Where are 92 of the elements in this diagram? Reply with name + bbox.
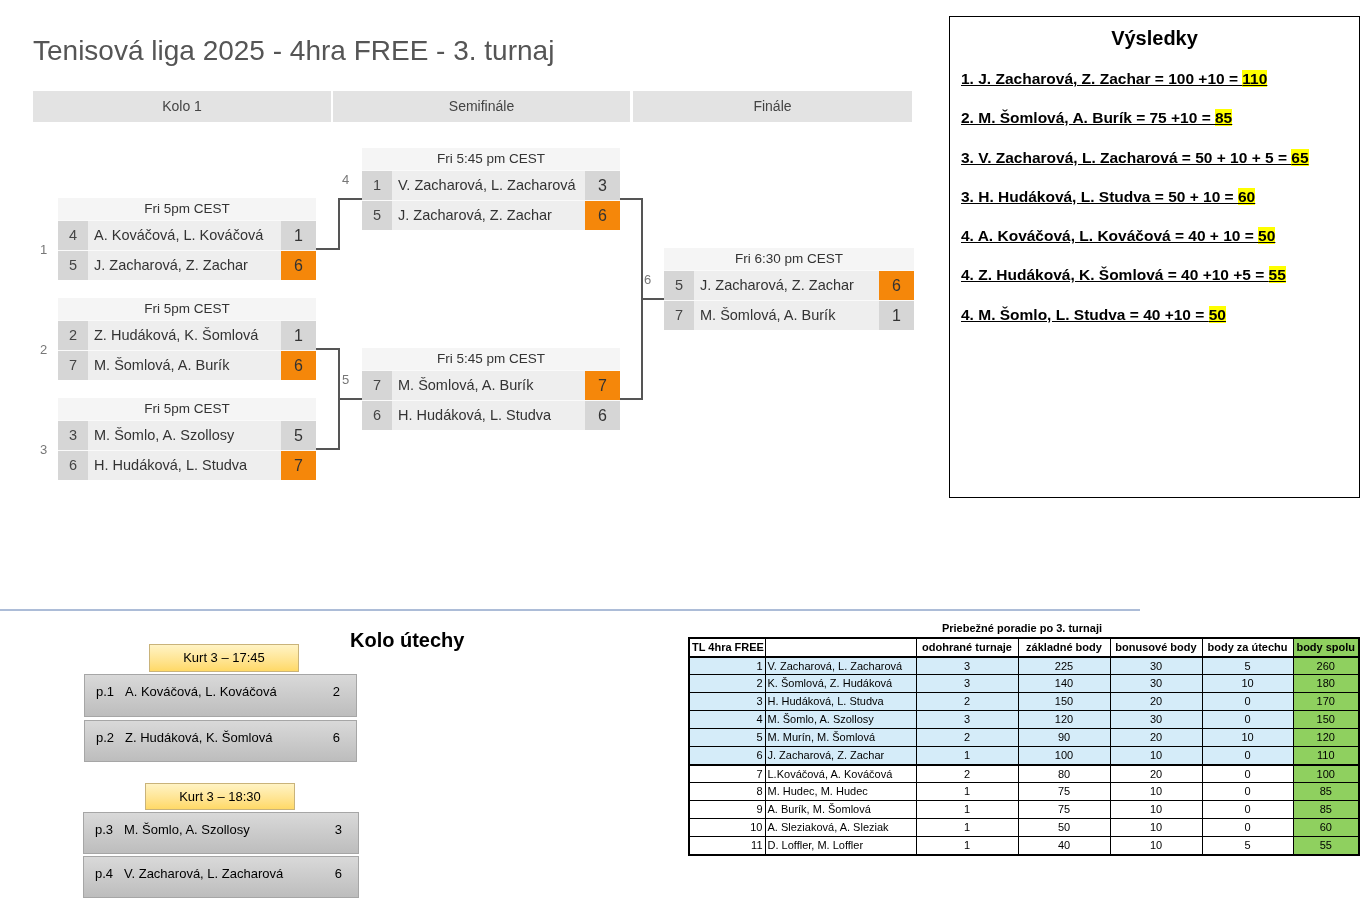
round-header: Semifinále — [333, 91, 630, 122]
score: 3 — [585, 171, 620, 200]
page-title: Tenisová liga 2025 - 4hra FREE - 3. turnaj — [33, 34, 555, 68]
result-line: 3. V. Zacharová, L. Zacharová = 50 + 10 + 5 = 65 — [961, 147, 1309, 168]
result-line: 4. M. Šomlo, L. Studva = 40 +10 = 50 — [961, 304, 1226, 325]
score: 6 — [585, 401, 620, 430]
header-cell: základné body — [1018, 638, 1110, 657]
match-time: Fri 5pm CEST — [58, 398, 316, 420]
pair-number: p.3 — [95, 821, 114, 839]
pair-number: p.4 — [95, 865, 114, 883]
result-line: 1. J. Zacharová, Z. Zachar = 100 +10 = 110 — [961, 69, 1268, 89]
round-header: Finále — [633, 91, 912, 122]
result-line: 2. M. Šomlová, A. Burík = 75 +10 = 85 — [961, 108, 1233, 129]
match-number: 3 — [40, 441, 48, 459]
team-name: A. Kováčová, L. Kováčová — [88, 221, 281, 250]
court-time: Kurt 3 – 18:30 — [179, 787, 261, 806]
bracket-connector — [315, 398, 363, 450]
consolation-row — [83, 812, 359, 854]
seed-number: 4 — [58, 221, 88, 250]
team-name: Z. Hudáková, K. Šomlová — [125, 729, 273, 747]
match-time: Fri 5pm CEST — [58, 298, 316, 320]
bracket-connector — [619, 298, 665, 400]
score: 3 — [334, 821, 342, 839]
pair-number: p.1 — [96, 683, 115, 701]
seed-number: 6 — [58, 451, 88, 480]
seed-number: 1 — [362, 171, 392, 200]
match-number: 2 — [40, 341, 48, 359]
round-header: Kolo 1 — [33, 91, 331, 122]
team-name: M. Šomlová, A. Burík — [88, 351, 281, 380]
team-name: J. Zacharová, Z. Zachar — [392, 201, 585, 230]
result-line: 4. Z. Hudáková, K. Šomlová = 40 +10 +5 = 55 — [961, 265, 1286, 286]
score: 6 — [585, 201, 620, 230]
header-cell: body za útechu — [1202, 638, 1293, 657]
team-name: V. Zacharová, L. Zacharová — [124, 865, 284, 883]
team-name: M. Šomlová, A. Burík — [392, 371, 585, 400]
score: 2 — [332, 683, 340, 701]
score: 6 — [334, 865, 342, 883]
consolation-row — [83, 856, 359, 898]
score: 6 — [879, 271, 914, 300]
match-time: Fri 5:45 pm CEST — [362, 348, 620, 370]
seed-number: 5 — [664, 271, 694, 300]
team-name: A. Kováčová, L. Kováčová — [125, 683, 277, 701]
seed-number: 7 — [664, 301, 694, 330]
team-name: J. Zacharová, Z. Zachar — [694, 271, 879, 300]
team-name: V. Zacharová, L. Zacharová — [392, 171, 585, 200]
header-cell: TL 4hra FREE — [689, 638, 765, 657]
court-header — [149, 644, 299, 672]
court-time: Kurt 3 – 17:45 — [183, 649, 265, 668]
seed-number: 7 — [362, 371, 392, 400]
section-heading: Kolo útechy — [350, 628, 465, 653]
score: 6 — [281, 251, 316, 280]
bracket-connector — [315, 198, 363, 250]
header-cell: bonusové body — [1110, 638, 1202, 657]
pair-number: p.2 — [96, 729, 115, 747]
result-line: 3. H. Hudáková, L. Studva = 50 + 10 = 60 — [961, 186, 1256, 207]
seed-number: 2 — [58, 321, 88, 350]
seed-number: 5 — [58, 251, 88, 280]
header-cell: body spolu — [1293, 638, 1359, 657]
team-name: Z. Hudáková, K. Šomlová — [88, 321, 281, 350]
team-name: J. Zacharová, Z. Zachar — [88, 251, 281, 280]
team-name: H. Hudáková, L. Studva — [88, 451, 281, 480]
match-time: Fri 5pm CEST — [58, 198, 316, 220]
header-cell: odohrané turnaje — [916, 638, 1018, 657]
score: 1 — [281, 221, 316, 250]
team-name: M. Šomlo, A. Szollosy — [88, 421, 281, 450]
score: 7 — [585, 371, 620, 400]
seed-number: 7 — [58, 351, 88, 380]
court-header — [145, 783, 295, 810]
match-number: 5 — [342, 371, 350, 389]
match-time: Fri 6:30 pm CEST — [664, 248, 914, 270]
result-line: 4. A. Kováčová, L. Kováčová = 40 + 10 = 50 — [961, 226, 1276, 246]
consolation-row — [84, 674, 357, 717]
score: 5 — [281, 421, 316, 450]
match-number: 1 — [40, 241, 48, 259]
team-name: M. Šomlová, A. Burík — [694, 301, 879, 330]
seed-number: 6 — [362, 401, 392, 430]
team-name: M. Šomlo, A. Szollosy — [124, 821, 250, 839]
team-name: H. Hudáková, L. Studva — [392, 401, 585, 430]
score: 1 — [281, 321, 316, 350]
score: 1 — [879, 301, 914, 330]
consolation-row — [84, 720, 357, 762]
match-time: Fri 5:45 pm CEST — [362, 148, 620, 170]
score: 6 — [332, 729, 340, 747]
table-title: Priebežné poradie po 3. turnaji — [940, 621, 1104, 636]
results-panel — [949, 16, 1360, 498]
score: 6 — [281, 351, 316, 380]
match-number: 4 — [342, 171, 350, 189]
seed-number: 3 — [58, 421, 88, 450]
match-number: 6 — [644, 271, 652, 289]
seed-number: 5 — [362, 201, 392, 230]
score: 7 — [281, 451, 316, 480]
results-heading: Výsledky — [1110, 26, 1199, 51]
